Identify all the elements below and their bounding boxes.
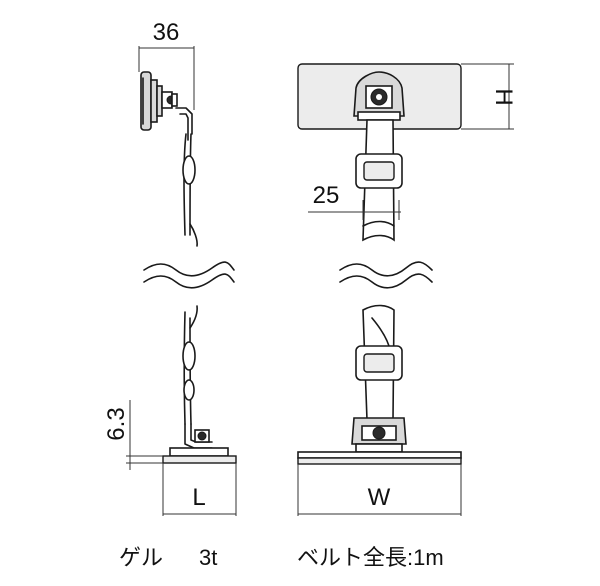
dim-side-width: 36 [153,19,180,46]
side-belt-upper [182,133,198,247]
caption-gel-thickness: 3t [199,545,217,570]
dim-36-lines [138,46,195,110]
dim-6-3-lines [126,400,163,470]
dim-W-lines [297,464,462,516]
top-fitting-front [353,71,405,121]
dim-H-lines [461,63,514,130]
bottom-fitting-side [162,423,237,464]
base-plate [297,457,462,465]
dim-25-lines [308,200,401,220]
base-plate-top [297,451,462,459]
break-mark-left [143,261,235,289]
bottom-fitting-front [351,417,407,453]
dim-base-length: L [192,484,205,511]
front-belt-lower [355,304,403,421]
side-view: 36 [103,19,237,516]
top-suction-cup [140,71,178,131]
caption-belt-length: ベルト全長:1m [297,545,444,570]
dim-plate-height: H [490,88,517,105]
side-belt-lower [182,305,198,425]
break-mark-right [339,261,433,289]
dim-belt-width: 25 [313,182,340,209]
front-belt-upper [355,119,403,242]
front-view: H 25 [297,63,517,516]
dim-L-lines [162,463,237,516]
caption-gel: ゲル [119,545,163,570]
dim-bottom-thickness: 6.3 [103,407,130,440]
dim-base-width: W [368,484,391,511]
